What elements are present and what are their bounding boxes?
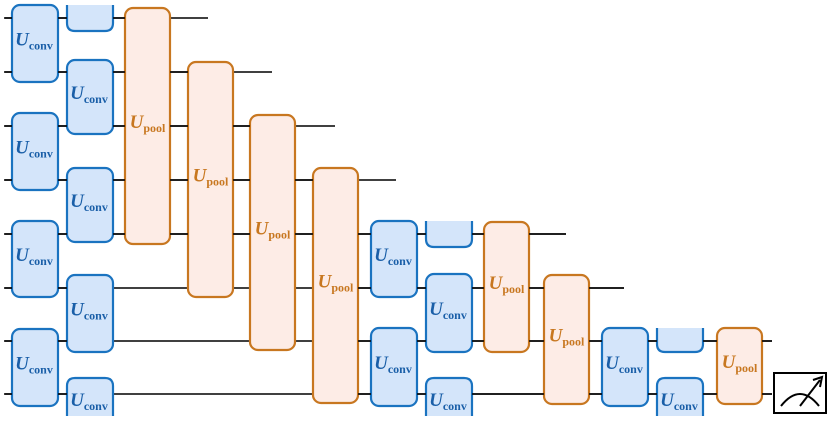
- conv-label-main: U: [429, 299, 444, 320]
- u-conv-gate: Uconv: [65, 58, 115, 136]
- u-conv-gate: Uconv: [600, 326, 650, 408]
- pool-label-sub: pool: [143, 121, 166, 135]
- u-conv-gate: Uconv: [424, 376, 474, 416]
- meter-arc: [780, 393, 820, 407]
- conv-gate-label: Uconv: [70, 83, 108, 105]
- u-pool-gate: Upool: [482, 220, 531, 354]
- conv-label-main: U: [374, 245, 389, 266]
- u-conv-gate: Uconv: [424, 272, 474, 354]
- conv-gate-label: Uconv: [660, 390, 698, 412]
- conv-gate-label: Uconv: [70, 300, 108, 322]
- u-conv-gate: Uconv: [65, 376, 115, 416]
- conv-gate-label: Uconv: [70, 191, 108, 213]
- pool-label-main: U: [489, 273, 504, 294]
- conv-gate-label: Uconv: [429, 390, 467, 412]
- pool-label-sub: pool: [735, 361, 758, 375]
- conv-gate-label: Uconv: [374, 245, 412, 267]
- pool-label-sub: pool: [268, 227, 291, 241]
- u-pool-gate: Upool: [123, 6, 172, 246]
- conv-label-main: U: [605, 353, 620, 374]
- conv-label-sub: conv: [29, 38, 53, 52]
- conv-label-sub: conv: [29, 254, 53, 268]
- u-conv-gate: Uconv: [65, 273, 115, 354]
- pool-gate-label: Upool: [318, 272, 354, 294]
- u-conv-gate: [655, 328, 705, 354]
- conv-label-sub: conv: [29, 146, 53, 160]
- conv-gate-label: Uconv: [605, 353, 643, 375]
- pool-gate-label: Upool: [255, 219, 291, 241]
- gates-layer: UconvUconvUconvUconvUconvUconvUconvUconv…: [4, 3, 772, 416]
- meter-arrowhead: [812, 375, 824, 388]
- u-conv-gate: Uconv: [10, 3, 60, 84]
- conv-label-main: U: [15, 354, 30, 375]
- u-conv-gate: Uconv: [655, 376, 705, 416]
- conv-gate-label: Uconv: [15, 138, 53, 160]
- conv-label-sub: conv: [619, 362, 643, 376]
- pool-gate-label: Upool: [130, 112, 166, 134]
- u-conv-gate: Uconv: [369, 219, 419, 299]
- conv-label-sub: conv: [388, 254, 412, 268]
- pool-label-main: U: [722, 352, 737, 373]
- conv-label-sub: conv: [388, 362, 412, 376]
- u-conv-gate: Uconv: [10, 327, 60, 408]
- conv-gate-label: Uconv: [70, 390, 108, 412]
- pool-gate-label: Upool: [193, 166, 229, 188]
- conv-gate-label: Uconv: [374, 353, 412, 375]
- conv-label-main: U: [15, 245, 30, 266]
- u-conv-gate: Uconv: [10, 111, 60, 192]
- conv-gate-label: Uconv: [15, 354, 53, 376]
- conv-label-main: U: [374, 353, 389, 374]
- u-conv-gate: [424, 221, 474, 249]
- measurement-meter-icon: [773, 372, 827, 414]
- pool-label-sub: pool: [331, 280, 354, 294]
- conv-label-main: U: [70, 191, 85, 212]
- pool-label-main: U: [193, 166, 208, 187]
- pool-label-sub: pool: [206, 174, 229, 188]
- conv-label-main: U: [660, 390, 675, 411]
- conv-label-sub: conv: [84, 200, 108, 214]
- u-pool-gate: Upool: [186, 60, 235, 299]
- conv-label-sub: conv: [84, 399, 108, 413]
- u-conv-gate: Uconv: [10, 219, 60, 299]
- u-pool-gate: Upool: [311, 166, 360, 405]
- conv-label-main: U: [429, 390, 444, 411]
- conv-label-sub: conv: [84, 308, 108, 322]
- conv-gate-label: Uconv: [15, 30, 53, 52]
- u-pool-gate: Upool: [248, 113, 297, 352]
- conv-label-sub: conv: [674, 399, 698, 413]
- u-conv-gate: [65, 5, 115, 33]
- u-conv-gate: Uconv: [65, 166, 115, 244]
- meter-needle: [799, 379, 821, 407]
- pool-gate-label: Upool: [489, 273, 525, 295]
- conv-label-main: U: [15, 30, 30, 51]
- conv-label-sub: conv: [443, 399, 467, 413]
- conv-label-sub: conv: [29, 362, 53, 376]
- pool-label-sub: pool: [502, 282, 525, 296]
- conv-label-main: U: [70, 83, 85, 104]
- conv-label-main: U: [15, 138, 30, 159]
- conv-gate-label: Uconv: [429, 299, 467, 321]
- pool-label-main: U: [255, 219, 270, 240]
- conv-label-sub: conv: [84, 92, 108, 106]
- pool-gate-label: Upool: [549, 326, 585, 348]
- u-pool-gate: Upool: [542, 273, 591, 406]
- conv-label-sub: conv: [443, 308, 467, 322]
- u-conv-gate: Uconv: [369, 326, 419, 408]
- conv-label-main: U: [70, 390, 85, 411]
- conv-label-main: U: [70, 300, 85, 321]
- conv-gate-label: Uconv: [15, 245, 53, 267]
- pool-label-sub: pool: [562, 334, 585, 348]
- pool-label-main: U: [318, 272, 333, 293]
- pool-gate-label: Upool: [722, 352, 758, 374]
- pool-label-main: U: [130, 112, 145, 133]
- u-pool-gate: Upool: [715, 326, 764, 406]
- pool-label-main: U: [549, 326, 564, 347]
